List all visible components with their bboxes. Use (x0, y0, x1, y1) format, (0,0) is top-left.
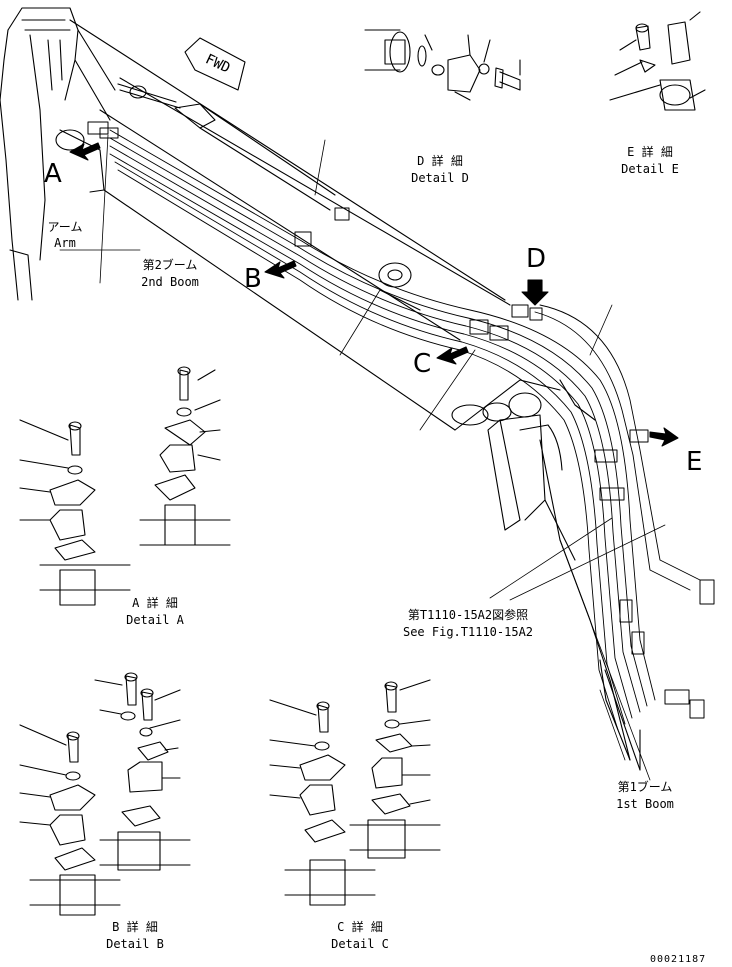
detail-b-drawing (19, 672, 191, 916)
boom1-label-jp: 第1ブーム (617, 780, 673, 794)
callout-d: D (526, 244, 547, 274)
arm-label-en: Arm (54, 236, 76, 250)
arm-structure (0, 7, 116, 301)
detail-e-drawing (609, 11, 706, 111)
boom2-label-en: 2nd Boom (141, 275, 199, 289)
callout-c: C (413, 349, 432, 379)
detail-c-label-jp: C 詳 細 (337, 920, 383, 934)
detail-e-label-jp: E 詳 細 (627, 145, 673, 159)
arm-label-jp: アーム (47, 220, 83, 234)
leaders (59, 134, 666, 781)
cylinder (117, 83, 336, 211)
boom2-structure (69, 19, 561, 431)
detail-c-drawing (269, 679, 441, 906)
drawing-code: 00021187 (650, 954, 707, 965)
detail-d-drawing (364, 29, 521, 101)
pointer-arrows (69, 142, 679, 447)
callout-e: E (686, 447, 703, 477)
reference-label-jp: 第T1110-15A2図参照 (407, 608, 529, 622)
callout-b: B (244, 264, 262, 294)
boom1-label-en: 1st Boom (616, 797, 674, 811)
boom2-label-jp: 第2ブーム (142, 258, 198, 272)
clamps (87, 121, 715, 719)
detail-a-label-jp: A 詳 細 (132, 596, 178, 610)
fwd-box (184, 37, 246, 91)
hose-bundle (109, 129, 701, 731)
detail-a-drawing (19, 366, 231, 606)
detail-b-label-jp: B 詳 細 (112, 920, 158, 934)
callout-a: A (44, 159, 62, 189)
reference-label-en: See Fig.T1110-15A2 (402, 625, 534, 639)
detail-a-label-en: Detail A (126, 613, 184, 627)
detail-b-label-en: Detail B (106, 937, 164, 951)
detail-e-label-en: Detail E (621, 162, 679, 176)
detail-d-label-jp: D 詳 細 (417, 154, 463, 168)
detail-c-label-en: Detail C (331, 937, 389, 951)
detail-d-label-en: Detail D (411, 171, 469, 185)
